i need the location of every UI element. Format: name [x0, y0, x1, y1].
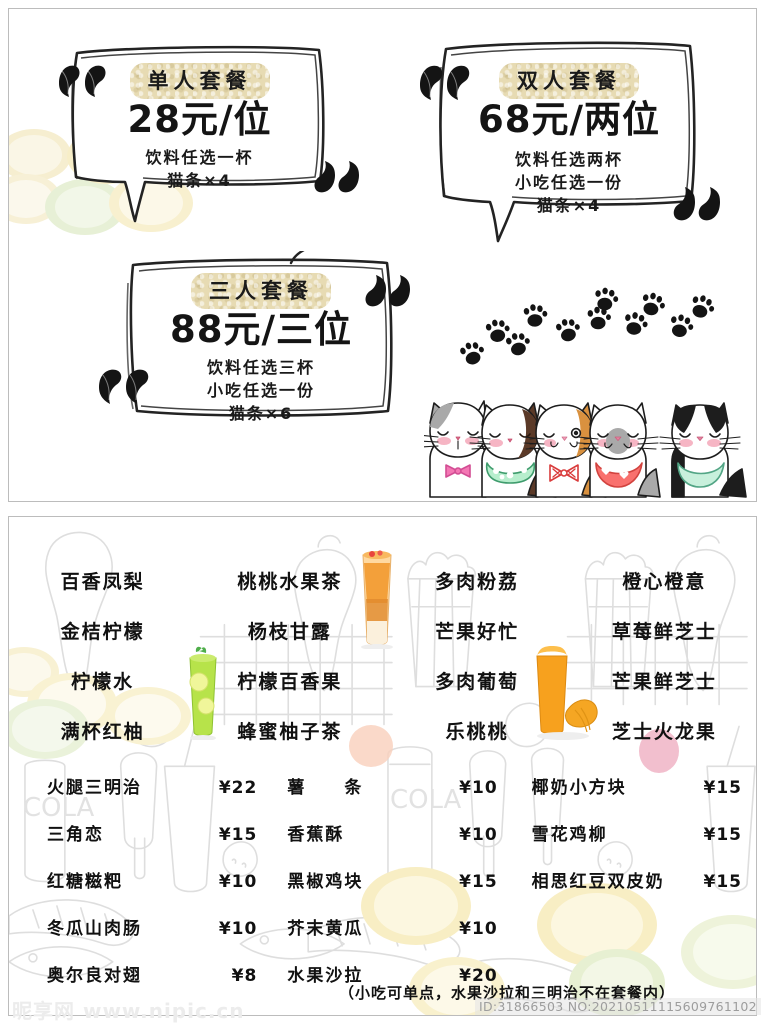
foods-column-1: 火腿三明治 ¥22 三角恋 ¥15 红糖糍粑 ¥10 冬瓜山肉肠 ¥10 奥尔良… — [9, 767, 273, 1008]
food-row[interactable]: 椰奶小方块 ¥15 — [531, 773, 756, 798]
lemon-slice-decoration — [9, 129, 71, 181]
speech-bubble-frame — [439, 41, 696, 243]
drink-item[interactable]: 柠檬百香果 — [237, 671, 343, 693]
food-row[interactable]: 红糖糍粑 ¥10 — [47, 867, 273, 892]
package-price: 28元/位 — [127, 98, 272, 141]
drink-item[interactable]: 金桔柠檬 — [60, 621, 145, 643]
package-detail-line: 猫条×4 — [167, 171, 232, 191]
drink-item[interactable]: 橙心橙意 — [622, 571, 707, 593]
drink-item[interactable]: 多肉粉荔 — [435, 571, 520, 593]
package-title: 双人套餐 — [499, 63, 639, 99]
mango-drink-photo — [536, 646, 598, 740]
package-price: 88元/三位 — [169, 308, 352, 351]
food-row[interactable]: 香蕉酥 ¥10 — [287, 820, 513, 845]
package-card-triple[interactable]: 三人套餐 88元/三位 饮料任选三杯 小吃任选一份 猫条×6 — [99, 251, 410, 441]
package-card-double[interactable]: 双人套餐 68元/两位 饮料任选两杯 小吃任选一份 猫条×4 — [420, 33, 720, 243]
food-price: ¥10 — [459, 919, 498, 939]
drink-item[interactable]: 芒果鲜芝士 — [611, 671, 717, 693]
food-name: 三角恋 — [47, 825, 104, 845]
drinks-column-3: 多肉粉荔 芒果好忙 多肉葡萄 乐桃桃 — [384, 549, 571, 744]
drink-item[interactable]: 百香凤梨 — [60, 571, 145, 593]
tuxedo-cat — [659, 402, 747, 498]
menu-panel: COLA COLA — [8, 516, 757, 1016]
food-price: ¥20 — [459, 966, 498, 986]
foods-column-3: 椰奶小方块 ¥15 雪花鸡柳 ¥15 相思红豆双皮奶 ¥15 — [514, 767, 756, 1008]
food-price: ¥15 — [218, 825, 258, 845]
id-watermark: ID:31866503 NO:20210511115609761102 — [475, 998, 761, 1015]
site-watermark: 昵享网 www.nipic.cn — [12, 999, 245, 1023]
drinks-column-4: 橙心橙意 草莓鲜芝士 芒果鲜芝士 芝士火龙果 — [571, 549, 756, 744]
drink-item[interactable]: 杨枝甘露 — [247, 621, 332, 643]
food-name: 相思红豆双皮奶 — [531, 872, 665, 892]
food-name: 水果沙拉 — [287, 966, 364, 986]
food-row[interactable]: 雪花鸡柳 ¥15 — [531, 820, 756, 845]
food-row[interactable]: 芥末黄瓜 ¥10 — [287, 914, 513, 939]
white-grey-cat — [577, 402, 661, 498]
food-price: ¥10 — [218, 919, 258, 939]
food-name: 芥末黄瓜 — [287, 919, 364, 939]
food-name: 椰奶小方块 — [531, 778, 627, 798]
drink-item[interactable]: 草莓鲜芝士 — [611, 621, 717, 643]
drink-item[interactable]: 乐桃桃 — [445, 721, 509, 743]
food-price: ¥10 — [218, 872, 258, 892]
food-row[interactable]: 冬瓜山肉肠 ¥10 — [47, 914, 273, 939]
package-detail-line: 小吃任选一份 — [206, 381, 315, 401]
package-detail-line: 饮料任选三杯 — [206, 357, 315, 377]
cats-illustration — [424, 400, 747, 498]
package-panel: 单人套餐 28元/位 饮料任选一杯 猫条×4 双人套餐 — [8, 8, 757, 502]
food-name: 黑椒鸡块 — [287, 872, 364, 892]
food-row[interactable]: 相思红豆双皮奶 ¥15 — [531, 867, 756, 892]
food-name: 红糖糍粑 — [47, 872, 123, 892]
drink-item[interactable]: 桃桃水果茶 — [237, 571, 343, 593]
food-row[interactable]: 水果沙拉 ¥20 — [287, 961, 513, 986]
drink-item[interactable]: 芒果好忙 — [435, 621, 520, 643]
foods-list: 火腿三明治 ¥22 三角恋 ¥15 红糖糍粑 ¥10 冬瓜山肉肠 ¥10 奥尔良… — [9, 767, 756, 1008]
lemon-drink-photo — [189, 646, 217, 740]
food-price: ¥10 — [459, 825, 498, 845]
package-detail-line: 饮料任选两杯 — [514, 149, 623, 169]
drink-item[interactable]: 柠檬水 — [71, 671, 135, 693]
drinks-column-1: 百香凤梨 金桔柠檬 柠檬水 满杯红柚 — [9, 549, 196, 744]
package-detail-line: 猫条×6 — [228, 404, 294, 424]
package-price: 68元/两位 — [477, 98, 660, 141]
food-price: ¥15 — [703, 872, 742, 892]
food-row[interactable]: 奥尔良对翅 ¥8 — [47, 961, 273, 986]
food-name: 香蕉酥 — [287, 825, 345, 845]
calico-cat — [523, 402, 607, 498]
peach-fruit-tea-photo — [361, 550, 393, 649]
package-detail-line: 猫条×4 — [536, 196, 602, 216]
food-name: 火腿三明治 — [47, 778, 142, 798]
package-title: 三人套餐 — [191, 273, 331, 309]
drink-item[interactable]: 蜂蜜柚子茶 — [237, 721, 343, 743]
foods-column-2: 薯 条 ¥10 香蕉酥 ¥10 黑椒鸡块 ¥15 芥末黄瓜 ¥10 水果沙拉 ¥… — [273, 767, 513, 1008]
food-price: ¥15 — [459, 872, 498, 892]
menu-footnote: （小吃可单点，水果沙拉和三明治不在套餐内） — [339, 984, 676, 1002]
food-row[interactable]: 黑椒鸡块 ¥15 — [287, 867, 513, 892]
food-price: ¥15 — [703, 825, 742, 845]
package-title: 单人套餐 — [130, 63, 270, 99]
lemon-slice-decoration — [9, 174, 61, 224]
food-price: ¥8 — [231, 966, 258, 986]
food-price: ¥10 — [459, 778, 498, 798]
drink-item[interactable]: 多肉葡萄 — [435, 671, 520, 693]
food-row[interactable]: 薯 条 ¥10 — [287, 773, 513, 798]
paw-prints-decoration — [460, 287, 715, 365]
food-name: 冬瓜山肉肠 — [47, 919, 142, 939]
food-price: ¥22 — [218, 778, 258, 798]
speech-bubble-frame — [71, 45, 325, 223]
food-row[interactable]: 三角恋 ¥15 — [47, 820, 273, 845]
drink-item[interactable]: 芝士火龙果 — [611, 721, 717, 743]
drinks-column-2: 桃桃水果茶 杨枝甘露 柠檬百香果 蜂蜜柚子茶 — [196, 549, 383, 744]
package-detail-line: 饮料任选一杯 — [145, 147, 254, 167]
food-row[interactable]: 火腿三明治 ¥22 — [47, 773, 273, 798]
food-name: 雪花鸡柳 — [531, 825, 608, 845]
food-name: 奥尔良对翅 — [47, 966, 142, 986]
package-detail-line: 小吃任选一份 — [514, 173, 623, 193]
drink-item[interactable]: 满杯红柚 — [60, 721, 145, 743]
brown-cat — [469, 402, 557, 498]
drinks-list: 百香凤梨 金桔柠檬 柠檬水 满杯红柚 桃桃水果茶 杨枝甘露 柠檬百香果 蜂蜜柚子… — [9, 549, 756, 744]
package-card-single[interactable]: 单人套餐 28元/位 饮料任选一杯 猫条×4 — [59, 39, 359, 224]
food-name: 薯 条 — [287, 778, 364, 798]
food-price: ¥15 — [703, 778, 742, 798]
